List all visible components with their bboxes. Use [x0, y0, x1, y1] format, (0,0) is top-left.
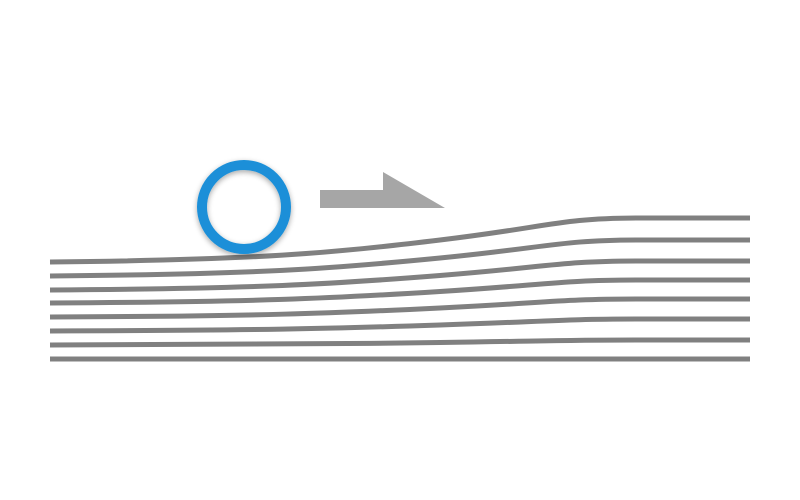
- layer-line: [49, 237, 750, 279]
- ring-icon: [197, 160, 291, 254]
- layer-line: [49, 277, 750, 306]
- layer-line: [49, 215, 750, 265]
- right-arrow-icon: [320, 172, 445, 208]
- layer-lines: [49, 215, 750, 362]
- layer-line: [49, 337, 750, 348]
- layer-line: [49, 258, 750, 293]
- layer-line: [49, 296, 750, 320]
- layer-line: [49, 316, 750, 334]
